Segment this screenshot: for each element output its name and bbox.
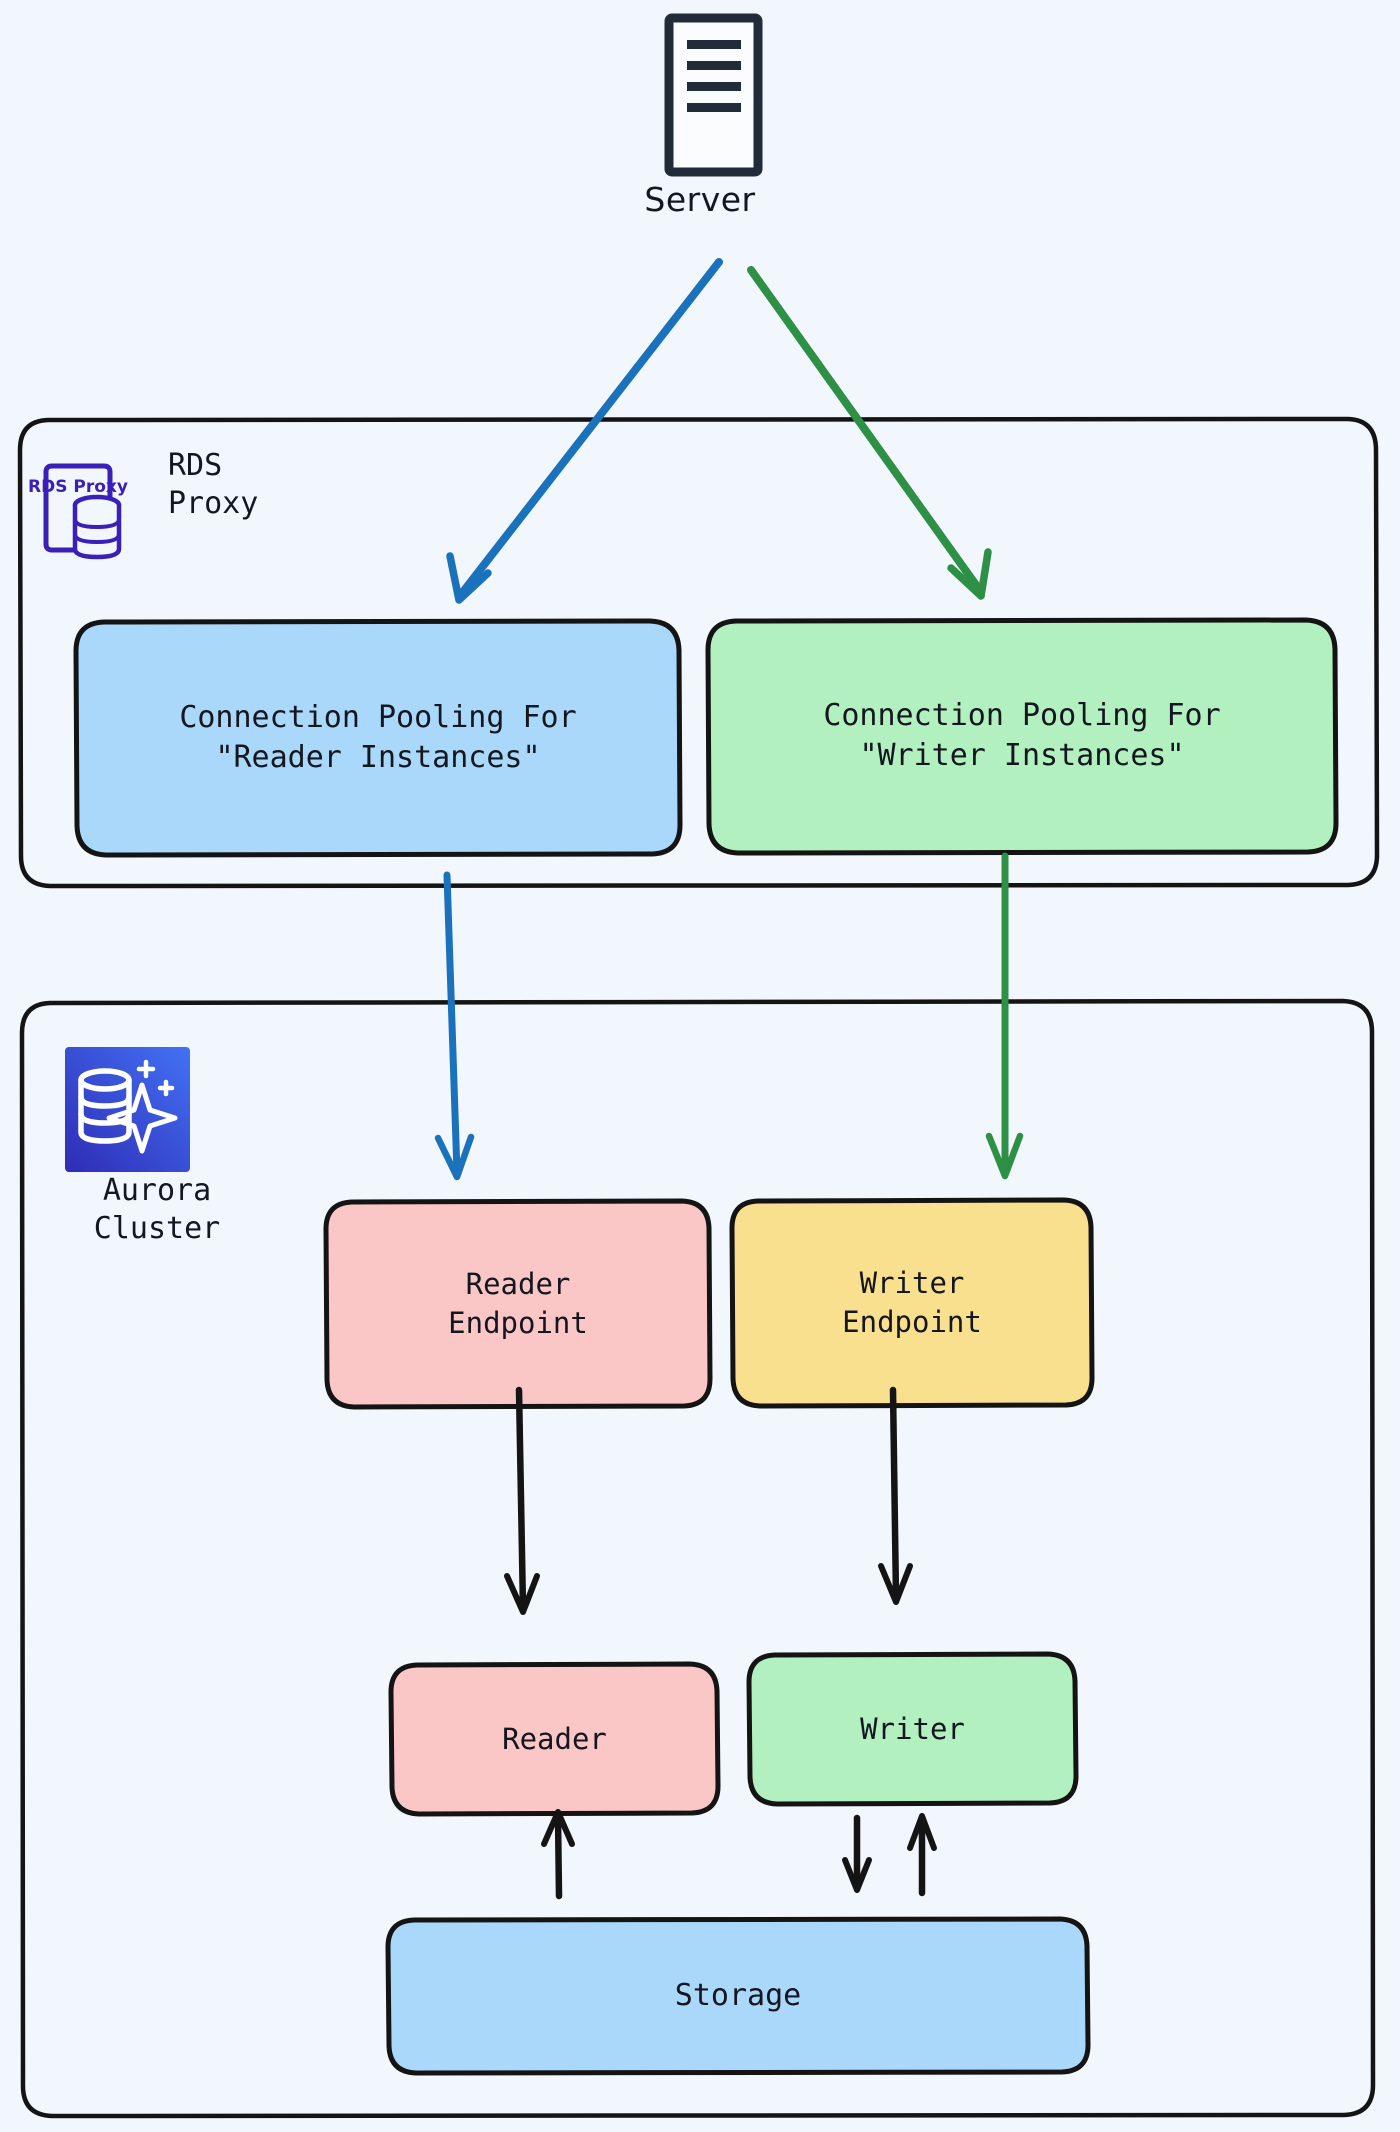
- storage-box[interactable]: [385, 1916, 1091, 2076]
- rds-proxy-container: [17, 416, 1380, 889]
- rds-proxy-icon: RDS Proxy: [28, 463, 128, 560]
- aurora-cluster-icon: [65, 1047, 190, 1172]
- pool-reader-box[interactable]: [73, 618, 683, 858]
- arrow-server-to-pool-writer: [747, 266, 992, 600]
- rds-proxy-icon-text: RDS Proxy: [28, 477, 128, 497]
- arrow-server-to-pool-reader: [446, 258, 723, 604]
- writer-endpoint-label[interactable]: Writer Endpoint: [842, 1265, 982, 1339]
- writer-label[interactable]: Writer: [860, 1711, 965, 1746]
- rds-proxy-label: RDS Proxy: [168, 447, 259, 521]
- arrow-storage-to-reader: [541, 1809, 575, 1900]
- writer-box[interactable]: [746, 1651, 1079, 1807]
- arrow-pool-reader-to-reader-endpoint: [434, 871, 475, 1181]
- server-label: Server: [644, 179, 756, 219]
- arrow-reader-endpoint-to-reader: [504, 1386, 540, 1615]
- reader-endpoint-box[interactable]: [323, 1198, 713, 1410]
- reader-endpoint-label[interactable]: Reader Endpoint: [448, 1266, 588, 1340]
- reader-box[interactable]: [388, 1661, 721, 1817]
- server-tower-icon: [664, 13, 763, 177]
- pool-writer-box[interactable]: [705, 617, 1339, 856]
- storage-label[interactable]: Storage: [674, 1978, 802, 2014]
- pool-reader-label[interactable]: Connection Pooling For "Reader Instances…: [179, 700, 577, 775]
- pool-writer-label[interactable]: Connection Pooling For "Writer Instances…: [823, 698, 1221, 773]
- aurora-cluster-container: [19, 998, 1376, 2119]
- aurora-cluster-label: Aurora Cluster: [93, 1172, 221, 1246]
- arrow-writer-endpoint-to-writer: [878, 1386, 913, 1605]
- arrow-storage-to-writer: [907, 1813, 937, 1897]
- writer-endpoint-box[interactable]: [729, 1197, 1095, 1409]
- arrow-writer-to-storage: [842, 1814, 872, 1893]
- reader-label[interactable]: Reader: [502, 1721, 607, 1756]
- arrow-pool-writer-to-writer-endpoint: [985, 852, 1024, 1180]
